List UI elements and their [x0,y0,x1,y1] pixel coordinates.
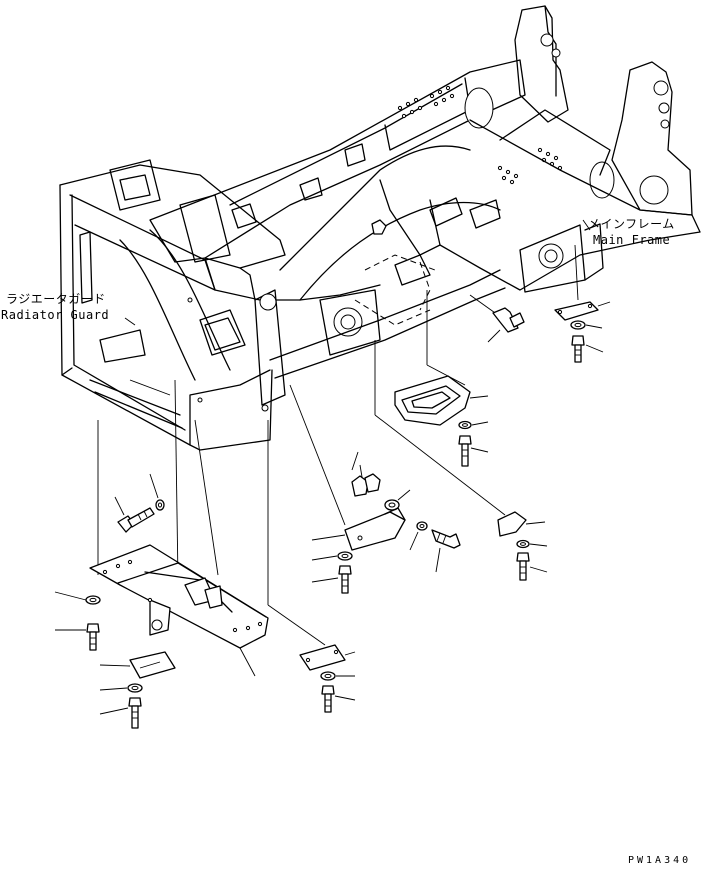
part-left-bolt [99,697,142,729]
part-left-cover-plate [99,651,176,679]
radiator-guard-label-en: Radiator Guard [1,308,110,322]
main-frame-label-en: Main Frame [593,233,671,247]
part-center-cover-plate [299,644,356,671]
part-lower-guard [89,544,269,677]
part-nuts [351,451,381,497]
leader-lines [97,219,591,646]
part-side-washer [409,521,428,551]
part-bracket [311,507,406,551]
part-guard-washer [54,591,101,605]
part-guard-washer-top [149,473,165,511]
part-bracket-washer-top [384,489,411,511]
part-clip-washer [516,539,548,549]
part-bracket-bolt [311,565,352,594]
part-guard-bolt-top [114,496,155,533]
part-rear-cover-plate [554,301,611,321]
part-access-cover [394,375,489,426]
hidden-lines [354,254,436,326]
part-clip-bolt [516,552,548,581]
part-small-clip [497,511,546,537]
part-cover-washer [458,420,489,430]
part-rear-bolt [571,335,604,363]
part-bracket-washer [311,551,353,561]
part-guard-bolt [55,623,100,651]
part-rear-washer [570,320,603,330]
part-side-bolt [431,529,461,573]
radiator-guard [59,159,286,451]
main-frame [149,5,701,406]
radiator-guard-label-jp: ラジエータガード [6,292,106,306]
part-large-bolt [487,307,525,343]
part-center-bolt [321,685,356,713]
part-left-washer [99,683,143,693]
part-center-washer [320,671,355,681]
part-cover-bolt [458,435,489,467]
main-frame-label-jp: メインフレーム [588,217,675,231]
drawing-code: PW1A340 [628,855,692,866]
